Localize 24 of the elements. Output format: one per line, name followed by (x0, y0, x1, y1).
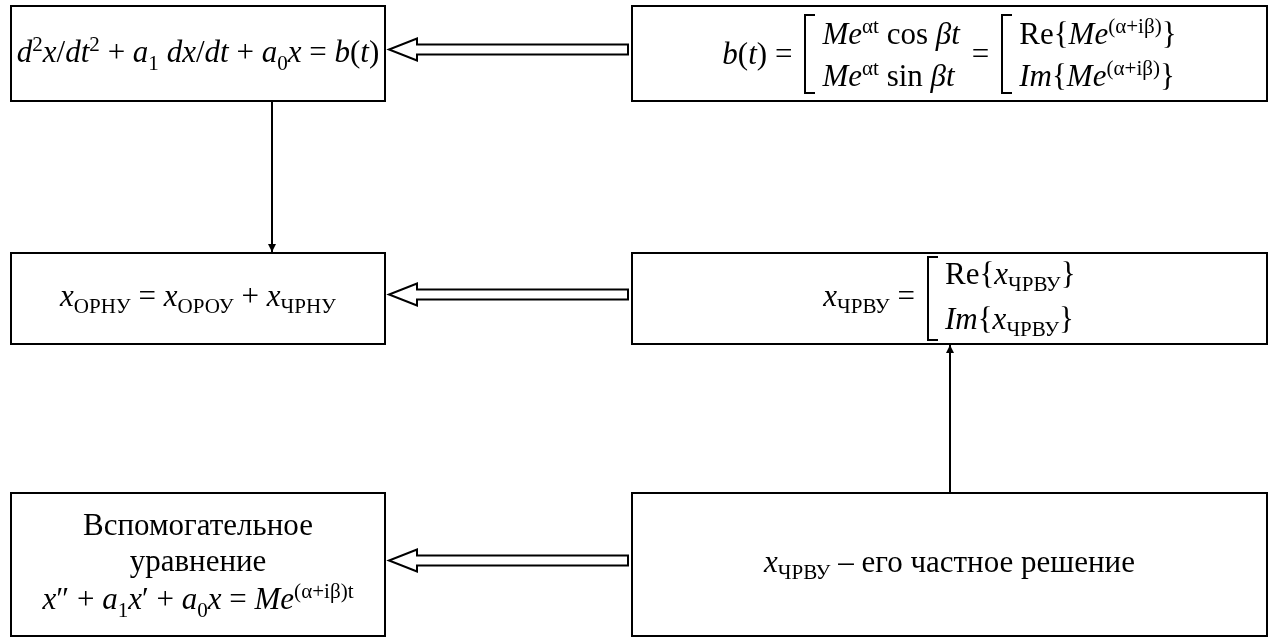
formula-text: = (971, 35, 990, 72)
hollow-arrow (386, 548, 629, 573)
formula-text: Re{x$_{ЧРВУ}$} (945, 256, 1076, 297)
formula-box (631, 252, 1268, 345)
hollow-arrow (386, 37, 629, 62)
hollow-arrow (386, 282, 629, 307)
formula-text: Re{Me$^{(α+iβ)}$} (1019, 13, 1177, 52)
arrow (268, 101, 276, 253)
formula-text: x$_{ОРНУ}$ = x$_{ОРОУ}$ + x$_{ЧРНУ}$ (59, 278, 337, 319)
formula-box (631, 5, 1268, 102)
arrow (946, 344, 954, 493)
formula-text: b(t) = (722, 35, 793, 72)
formula-box (10, 492, 386, 637)
formula-text: x$_{ЧРВУ}$ – его частное решение (764, 544, 1135, 585)
formula-text: Im{Me$^{(α+iβ)}$} (1019, 55, 1176, 94)
formula-text: d$^{2}$x/dt$^{2}$ + a$_{1}$ dx/dt + a$_{0}$x = b(t) (16, 32, 380, 75)
formula-text: Im{x$_{ЧРВУ}$} (945, 300, 1075, 341)
formula-text: Me$^{αt}$ sin βt (822, 55, 956, 94)
formula-box (631, 492, 1268, 637)
formula-text: x$_{ЧРВУ}$ = (823, 278, 915, 319)
formula-text: x″ + a$_{1}$x′ + a$_{0}$x = Me$^{(α+iβ)t}$ (42, 578, 354, 622)
formula-text: Me$^{αt}$ cos βt (822, 13, 960, 52)
formula-box (10, 5, 386, 102)
formula-box (10, 252, 386, 345)
